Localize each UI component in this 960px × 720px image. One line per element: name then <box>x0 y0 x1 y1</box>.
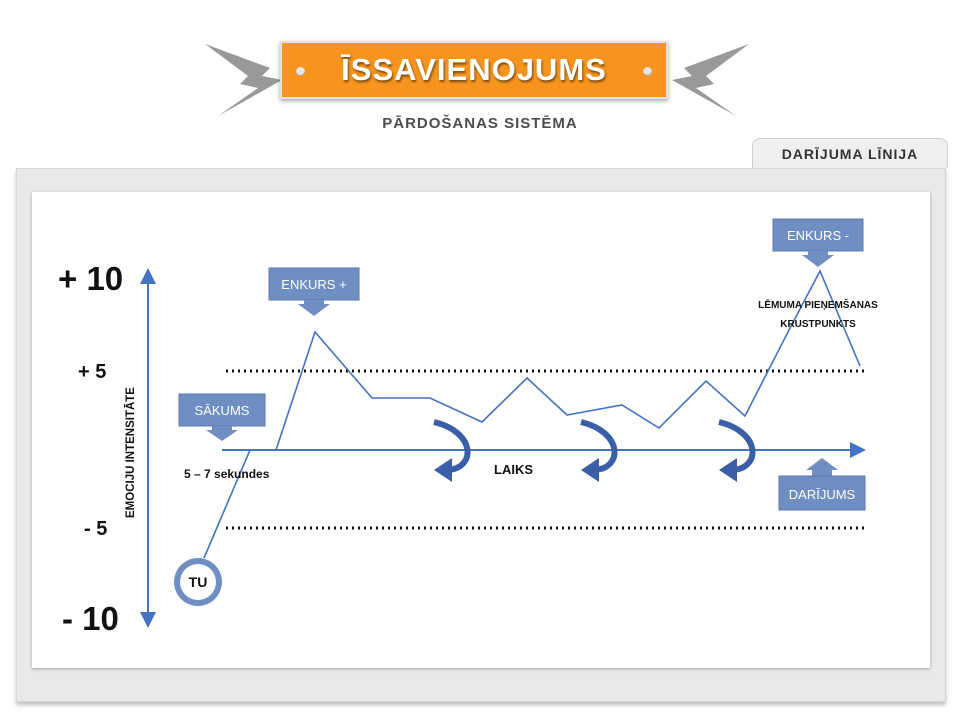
time-axis-label: LAIKS <box>494 462 533 477</box>
curved-arrow-icon-3 <box>718 419 756 482</box>
decision-label-line2: KRUSTPUNKTS <box>780 319 856 330</box>
duration-label: 5 – 7 sekundes <box>184 467 270 481</box>
page-subtitle: PĀRDOŠANAS SISTĒMA <box>382 115 578 132</box>
y-tick-minus10: - 10 <box>62 600 119 637</box>
curved-arrow-icon-1 <box>433 419 471 482</box>
anchor-minus-label: ENKURS - <box>787 228 849 243</box>
title-banner: ĪSSAVIENOJUMS <box>280 41 668 99</box>
y-axis-label: EMOCIJU INTENSITĀTE <box>125 387 137 518</box>
banner-rivet-left <box>296 67 305 76</box>
y-tick-minus5: - 5 <box>84 518 107 540</box>
curved-arrow-icon-2 <box>580 419 618 482</box>
emotion-intensity-line <box>203 269 861 559</box>
decision-label-line1: LĒMUMA PIEŅEMŠANAS <box>758 298 878 311</box>
page-title: ĪSSAVIENOJUMS <box>341 52 607 87</box>
y-tick-plus5: + 5 <box>78 361 106 383</box>
deal-callout-label: DARĪJUMS <box>789 487 856 502</box>
deal-callout: DARĪJUMS <box>778 458 866 511</box>
right-lightning-icon <box>672 44 749 116</box>
you-circle: TU <box>174 558 222 606</box>
start-callout: SĀKUMS <box>178 393 266 441</box>
y-tick-plus10: + 10 <box>58 260 123 297</box>
section-tab: DARĪJUMA LĪNIJA <box>752 138 948 168</box>
anchor-plus-label: ENKURS + <box>281 277 346 292</box>
start-callout-label: SĀKUMS <box>195 403 250 418</box>
banner-rivet-right <box>643 67 652 76</box>
anchor-plus-callout: ENKURS + <box>268 267 360 316</box>
you-label: TU <box>189 574 208 590</box>
left-lightning-icon <box>205 44 282 116</box>
anchor-minus-callout: ENKURS - <box>772 218 864 267</box>
